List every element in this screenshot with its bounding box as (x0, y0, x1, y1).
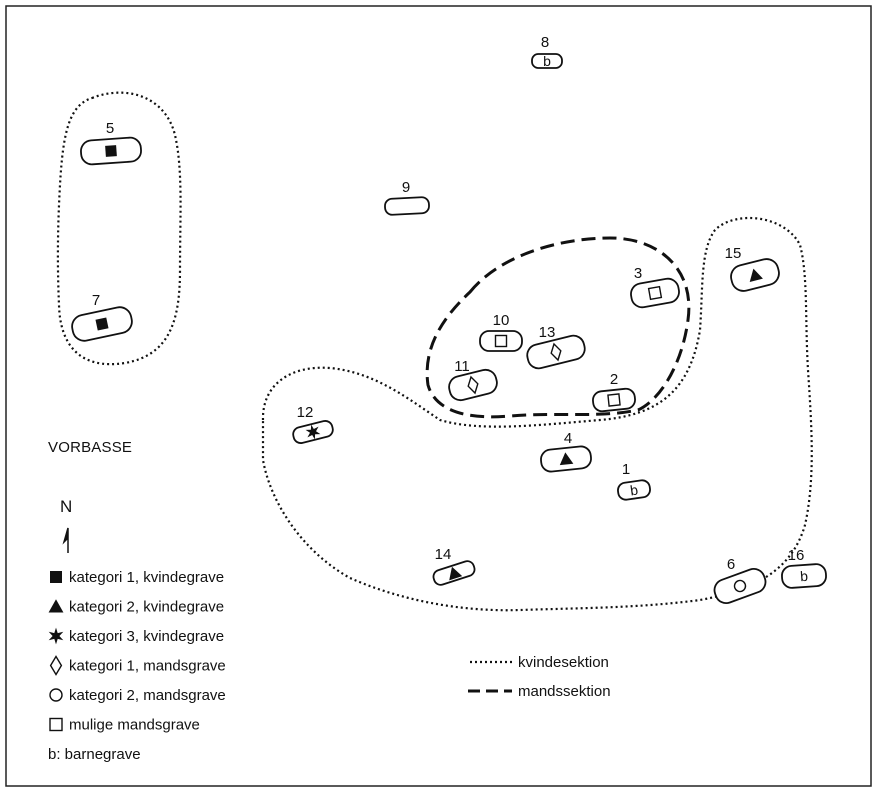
grave-number: 12 (297, 404, 314, 421)
legend-item-text-b: b: barnegrave (48, 746, 141, 763)
legend-label: kategori 1, kvindegrave (69, 569, 224, 586)
grave-11: 11 (448, 358, 498, 402)
grave-2: 2 (592, 371, 636, 413)
diamond-icon (467, 375, 479, 395)
grave-number: 16 (788, 547, 805, 564)
line-legend-label-kvindesektion: kvindesektion (518, 654, 609, 671)
grave-outline (479, 330, 523, 352)
grave-4: 4 (540, 430, 592, 473)
filled-triangle-icon (48, 599, 64, 613)
grave-1: b1 (617, 461, 651, 501)
filled-square-icon (95, 317, 109, 331)
grave-10: 10 (479, 312, 523, 352)
legend-label: kategori 2, kvindegrave (69, 599, 224, 616)
grave-number: 4 (564, 430, 572, 447)
grave-number: 14 (435, 546, 452, 563)
grave-number: 9 (402, 179, 410, 196)
grave-13: 13 (526, 324, 586, 370)
grave-outline (384, 196, 430, 216)
grave-7: 7 (71, 292, 133, 342)
map-border (5, 5, 872, 787)
grave-number: 15 (725, 245, 742, 262)
legend-item-star: kategori 3, kvindegrave (48, 627, 224, 645)
section-boundaries (56, 91, 813, 612)
filled-square-icon (105, 145, 117, 157)
legend-label: kategori 3, kvindegrave (69, 628, 224, 645)
diamond-icon (49, 655, 63, 676)
legend-item-filled-square: kategori 1, kvindegrave (50, 569, 224, 586)
grave-14: 14 (432, 546, 476, 586)
diamond-icon (550, 342, 562, 362)
legend-label: b: barnegrave (48, 746, 141, 763)
grave-number: 8 (541, 34, 549, 51)
grave-number: 10 (493, 312, 510, 329)
open-square-icon (49, 717, 63, 732)
grave-8: b8 (531, 34, 563, 69)
grave-number: 2 (610, 371, 618, 388)
grave-3: 3 (630, 265, 680, 309)
grave-outline (781, 563, 827, 589)
north-arrow-icon (62, 527, 69, 553)
grave-content-label: b (629, 482, 639, 499)
grave-content-label: b (543, 53, 551, 69)
open-square-icon (607, 393, 621, 407)
filled-triangle-icon (559, 452, 574, 466)
filled-triangle-icon (749, 268, 763, 282)
grave-number: 6 (727, 556, 735, 573)
circle-icon (733, 579, 747, 593)
north-arrow: N (60, 497, 72, 553)
grave-outline (531, 53, 563, 69)
legend-item-diamond: kategori 1, mandsgrave (49, 655, 226, 676)
grave-15: 15 (725, 245, 780, 292)
grave-content-label: b (800, 568, 809, 585)
mandssektion-boundary (425, 236, 691, 419)
circle-icon (49, 688, 63, 702)
legend-item-open-square: mulige mandsgrave (49, 717, 200, 734)
legend-label: kategori 2, mandsgrave (69, 687, 226, 704)
legend-label: kategori 1, mandsgrave (69, 658, 226, 675)
grave-outline (713, 567, 767, 605)
grave-outline (630, 277, 680, 309)
star-icon (48, 627, 64, 645)
grave-5: 5 (80, 120, 142, 166)
grave-12: 12 (292, 404, 334, 444)
filled-triangle-icon (449, 566, 463, 581)
legend-label: mulige mandsgrave (69, 717, 200, 734)
grave-outline (617, 479, 651, 501)
grave-number: 7 (92, 292, 100, 309)
north-label: N (60, 497, 72, 516)
line-legend-label-mandssektion: mandssektion (518, 683, 611, 700)
grave-number: 5 (106, 120, 114, 137)
legend-item-circle: kategori 2, mandsgrave (49, 687, 226, 704)
star-icon (305, 424, 321, 440)
grave-number: 13 (539, 324, 556, 341)
line-legend: kvindesektion mandssektion (468, 654, 611, 700)
site-title: VORBASSE (48, 439, 132, 456)
symbol-legend: kategori 1, kvindegrave kategori 2, kvind… (48, 569, 226, 763)
grave-number: 3 (634, 265, 642, 282)
legend-item-filled-triangle: kategori 2, kvindegrave (48, 599, 224, 616)
grave-6: 6 (713, 556, 767, 605)
open-square-icon (647, 285, 663, 301)
grave-outline (526, 334, 586, 370)
grave-outline (448, 368, 498, 402)
grave-number: 1 (622, 461, 630, 478)
grave-16: b 16 (781, 547, 827, 589)
kvindesektion-boundary-main (261, 216, 813, 612)
grave-number: 11 (454, 358, 470, 375)
grave-9: 9 (384, 179, 430, 216)
grave-outline (592, 387, 636, 413)
open-square-icon (494, 334, 508, 348)
filled-square-icon (50, 571, 62, 583)
